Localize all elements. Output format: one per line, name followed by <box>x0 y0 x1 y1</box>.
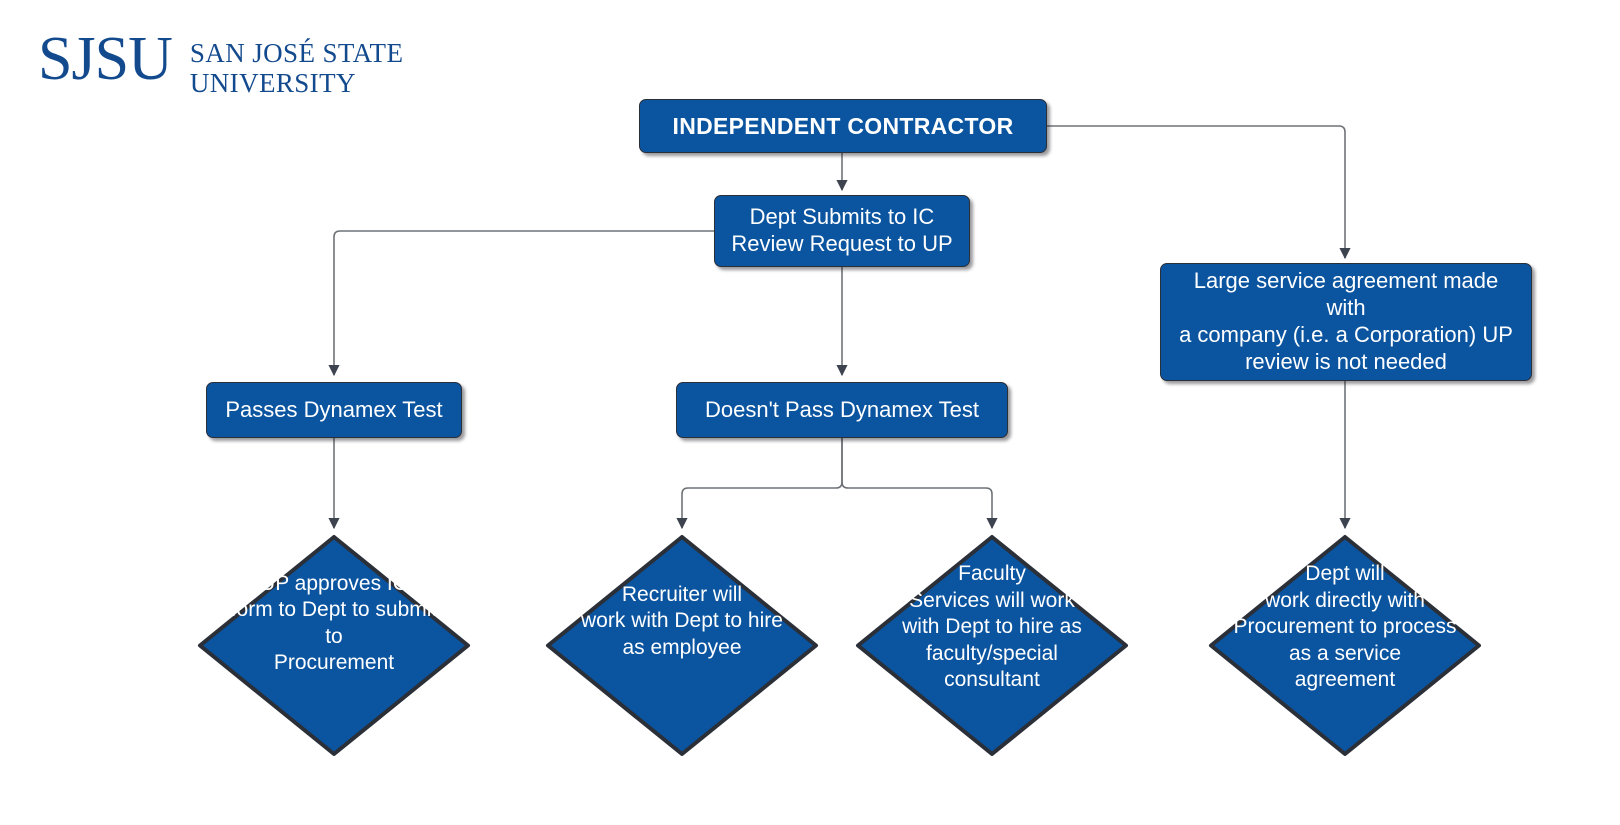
node-dept-procurement[interactable]: Dept will work directly with Procurement… <box>1207 533 1483 758</box>
node-label: Large service agreement made with a comp… <box>1179 268 1513 374</box>
edge-ic-to-large-service-agreement <box>1046 125 1351 260</box>
node-fails-dynamex[interactable]: Doesn't Pass Dynamex Test <box>676 382 1008 438</box>
diamond-shape <box>856 535 1128 756</box>
diamond-shape <box>198 535 470 756</box>
sjsu-logo: SJSU SAN JOSÉ STATE UNIVERSITY <box>38 25 404 99</box>
sjsu-logo-mark: SJSU <box>38 25 173 93</box>
node-label: Dept Submits to IC Review Request to UP <box>731 204 953 256</box>
node-faculty-services[interactable]: Faculty Services will work with Dept to … <box>854 533 1130 758</box>
node-label: Passes Dynamex Test <box>225 396 443 422</box>
node-independent-contractor[interactable]: INDEPENDENT CONTRACTOR <box>639 99 1047 153</box>
node-up-approves[interactable]: UP approves IC form to Dept to submit to… <box>196 533 472 758</box>
edge-dept-submits-to-passes-dynamex <box>328 230 714 377</box>
node-recruiter[interactable]: Recruiter will work with Dept to hire as… <box>544 533 820 758</box>
node-label: INDEPENDENT CONTRACTOR <box>672 112 1014 139</box>
node-dept-submits[interactable]: Dept Submits to IC Review Request to UP <box>714 195 970 267</box>
diamond-shape <box>1209 535 1481 756</box>
node-label: Doesn't Pass Dynamex Test <box>704 396 980 422</box>
sjsu-logo-wordmark: SAN JOSÉ STATE UNIVERSITY <box>189 38 404 99</box>
node-large-service-agreement[interactable]: Large service agreement made with a comp… <box>1160 263 1532 381</box>
diamond-shape <box>546 535 818 756</box>
edge-fails-dynamex-to-recruiter <box>676 437 843 530</box>
edge-fails-dynamex-to-faculty-services <box>841 437 998 530</box>
node-passes-dynamex[interactable]: Passes Dynamex Test <box>206 382 462 438</box>
